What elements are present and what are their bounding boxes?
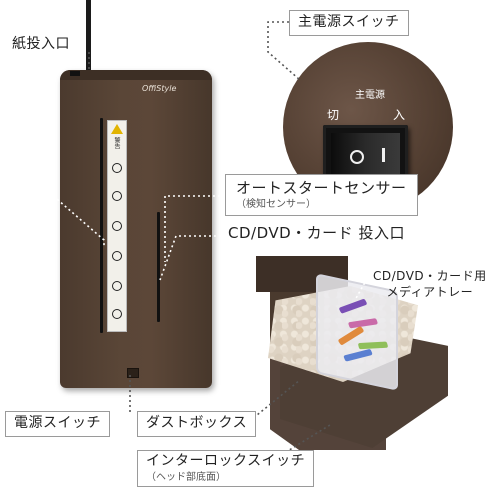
power-switch-label: 電源スイッチ (5, 411, 110, 437)
shredder-top-cap (60, 70, 212, 80)
warning-label: 警告 (107, 120, 127, 332)
prohibition-icon (112, 251, 122, 261)
interlock-switch-subtext: （ヘッド部底面） (146, 471, 226, 483)
auto-start-sensor-label: オートスタートセンサー （検知センサー） (225, 174, 418, 217)
paper-slot-label: 紙投入口 (12, 36, 70, 52)
dust-box-label: ダストボックス (137, 411, 257, 437)
auto-start-sensor-subtext: （検知センサー） (236, 198, 316, 210)
media-tray-text-1: CD/DVD・カード用 (373, 269, 487, 283)
off-symbol-icon (350, 150, 364, 164)
auto-start-sensor-text: オートスタートセンサー (236, 179, 407, 197)
dust-box-text: ダストボックス (146, 415, 248, 431)
cd-slot-label: CD/DVD・カード 投入口 (228, 224, 405, 242)
main-power-switch-mini[interactable] (70, 71, 80, 76)
interlock-switch-text: インターロックスイッチ (146, 453, 306, 469)
main-power-switch-text: 主電源スイッチ (298, 14, 400, 30)
media-tray-label: CD/DVD・カード用 メディアトレー (373, 268, 487, 300)
interlock-switch-label: インターロックスイッチ （ヘッド部底面） (137, 450, 315, 487)
rocker-face (331, 133, 400, 175)
zoom-off-label: 切 (327, 108, 340, 122)
power-switch-text: 電源スイッチ (14, 415, 101, 431)
zoom-on-label: 入 (393, 108, 406, 122)
on-symbol-icon (382, 148, 385, 162)
main-power-switch-label: 主電源スイッチ (289, 10, 409, 36)
prohibition-icon (112, 309, 122, 319)
power-cable (86, 0, 91, 72)
prohibition-icon (112, 163, 122, 173)
zoom-title: 主電源 (355, 90, 385, 101)
warning-triangle-icon (111, 124, 123, 134)
brand-logo: OffiStyle (142, 84, 177, 93)
shredder-body: OffiStyle 警告 (60, 70, 212, 388)
prohibition-icon (112, 191, 122, 201)
paper-slot (100, 118, 103, 333)
prohibition-icon (112, 221, 122, 231)
dust-box-photo (248, 256, 458, 468)
warning-label-text: 警告 (113, 137, 120, 149)
media-tray-text-2: メディアトレー (386, 285, 474, 300)
rocker-switch[interactable] (323, 125, 408, 183)
power-switch[interactable] (127, 368, 139, 378)
prohibition-icon (112, 281, 122, 291)
cd-slot (157, 212, 160, 322)
